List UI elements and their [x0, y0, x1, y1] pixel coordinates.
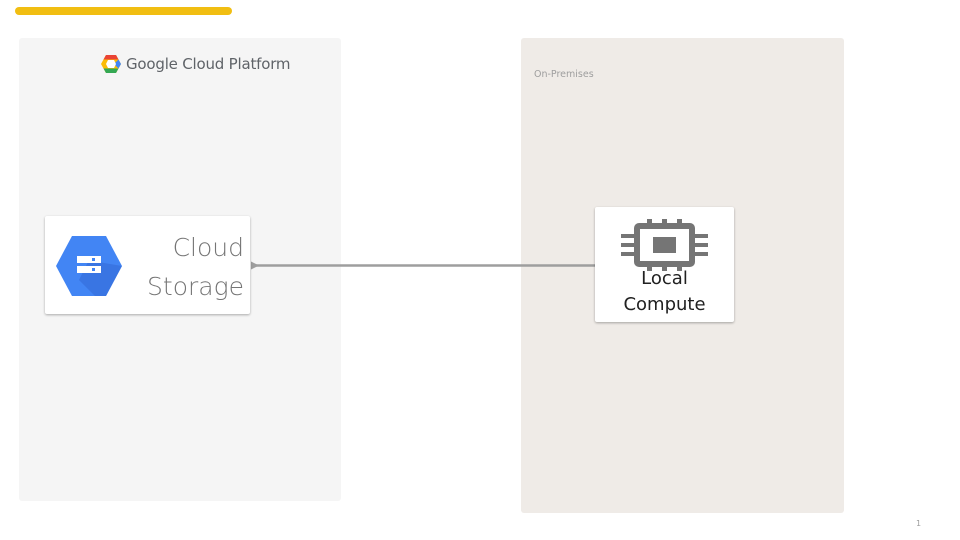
cloud-storage-label-line2: Storage: [147, 272, 244, 301]
local-compute-label: Local Compute: [595, 266, 734, 318]
accent-bar: [15, 7, 232, 15]
gcp-logo-text: Google Cloud Platform: [126, 55, 291, 73]
gcp-logo-icon: [101, 55, 121, 73]
cpu-chip-icon: [621, 219, 708, 271]
local-compute-label-line1: Local: [641, 268, 688, 289]
cloud-storage-label: Cloud Storage: [147, 228, 244, 306]
local-compute-label-line2: Compute: [623, 294, 706, 315]
cloud-storage-label-line1: Cloud: [172, 233, 244, 262]
cloud-storage-icon: [56, 236, 122, 296]
gcp-logo: Google Cloud Platform: [100, 53, 291, 75]
page-number: 1: [916, 519, 922, 528]
on-premises-label: On-Premises: [534, 69, 594, 80]
local-compute-card[interactable]: Local Compute: [595, 207, 734, 322]
cloud-storage-card[interactable]: Cloud Storage: [45, 216, 250, 314]
